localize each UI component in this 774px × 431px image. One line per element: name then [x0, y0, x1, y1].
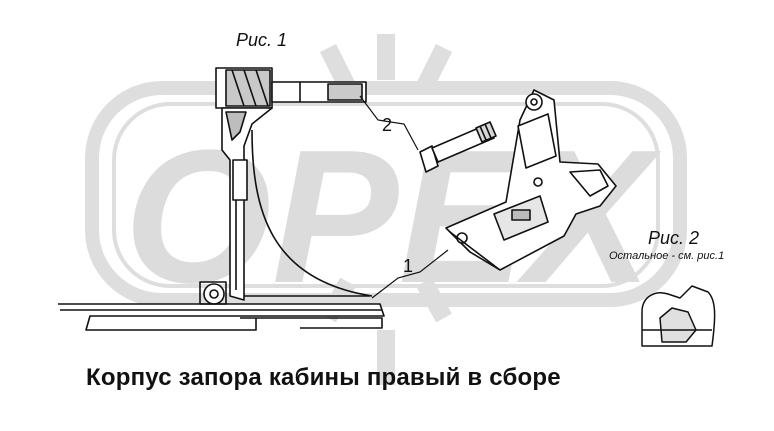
callout-1: 1 — [403, 256, 414, 276]
leader-lines — [359, 95, 449, 299]
figure1-assembly — [58, 67, 385, 331]
figure2-note: Остальное - см. рис.1 — [609, 250, 725, 262]
figure2-detail — [641, 285, 716, 347]
callout-2: 2 — [382, 115, 393, 135]
watermark-frame-inner — [112, 102, 660, 288]
watermark-frame-outer — [85, 81, 687, 307]
bolt-part — [419, 121, 497, 173]
figure2-label: Рис. 2 — [648, 228, 700, 248]
lock-housing-part — [445, 89, 617, 271]
diagram-caption: Корпус запора кабины правый в сборе — [86, 364, 561, 391]
leader-line-1 — [371, 249, 449, 299]
leader-line-2 — [359, 95, 419, 151]
figure1-label: Рис. 1 — [236, 30, 288, 50]
